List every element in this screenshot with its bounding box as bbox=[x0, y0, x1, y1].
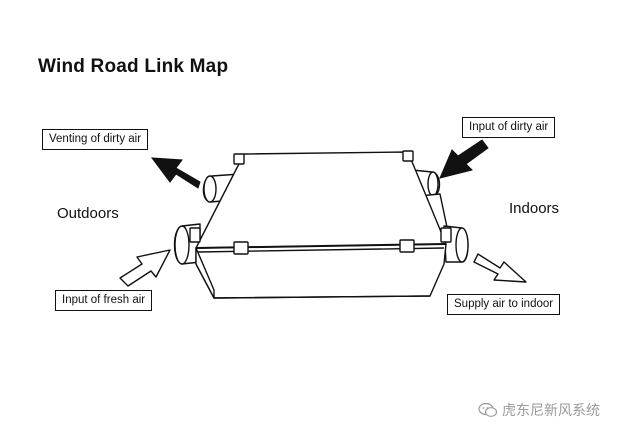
indoors-label: Indoors bbox=[509, 200, 560, 217]
wechat-icon bbox=[478, 402, 498, 417]
venting-arrow bbox=[150, 157, 201, 189]
outdoors-label: Outdoors bbox=[57, 205, 119, 222]
unit-body bbox=[189, 150, 452, 299]
diagram-title: Wind Road Link Map bbox=[38, 56, 229, 77]
watermark: 虎东尼新风系统 bbox=[478, 400, 600, 420]
input-fresh-label: Input of fresh air bbox=[55, 290, 153, 311]
venting-label: Venting of dirty air bbox=[42, 129, 149, 150]
supply-arrow bbox=[473, 253, 527, 283]
input-dirty-label: Input of dirty air bbox=[462, 117, 556, 138]
input-dirty-arrow bbox=[439, 139, 489, 179]
input-fresh-arrow bbox=[119, 249, 171, 287]
supply-label: Supply air to indoor bbox=[447, 294, 561, 315]
watermark-text: 虎东尼新风系统 bbox=[502, 402, 600, 418]
